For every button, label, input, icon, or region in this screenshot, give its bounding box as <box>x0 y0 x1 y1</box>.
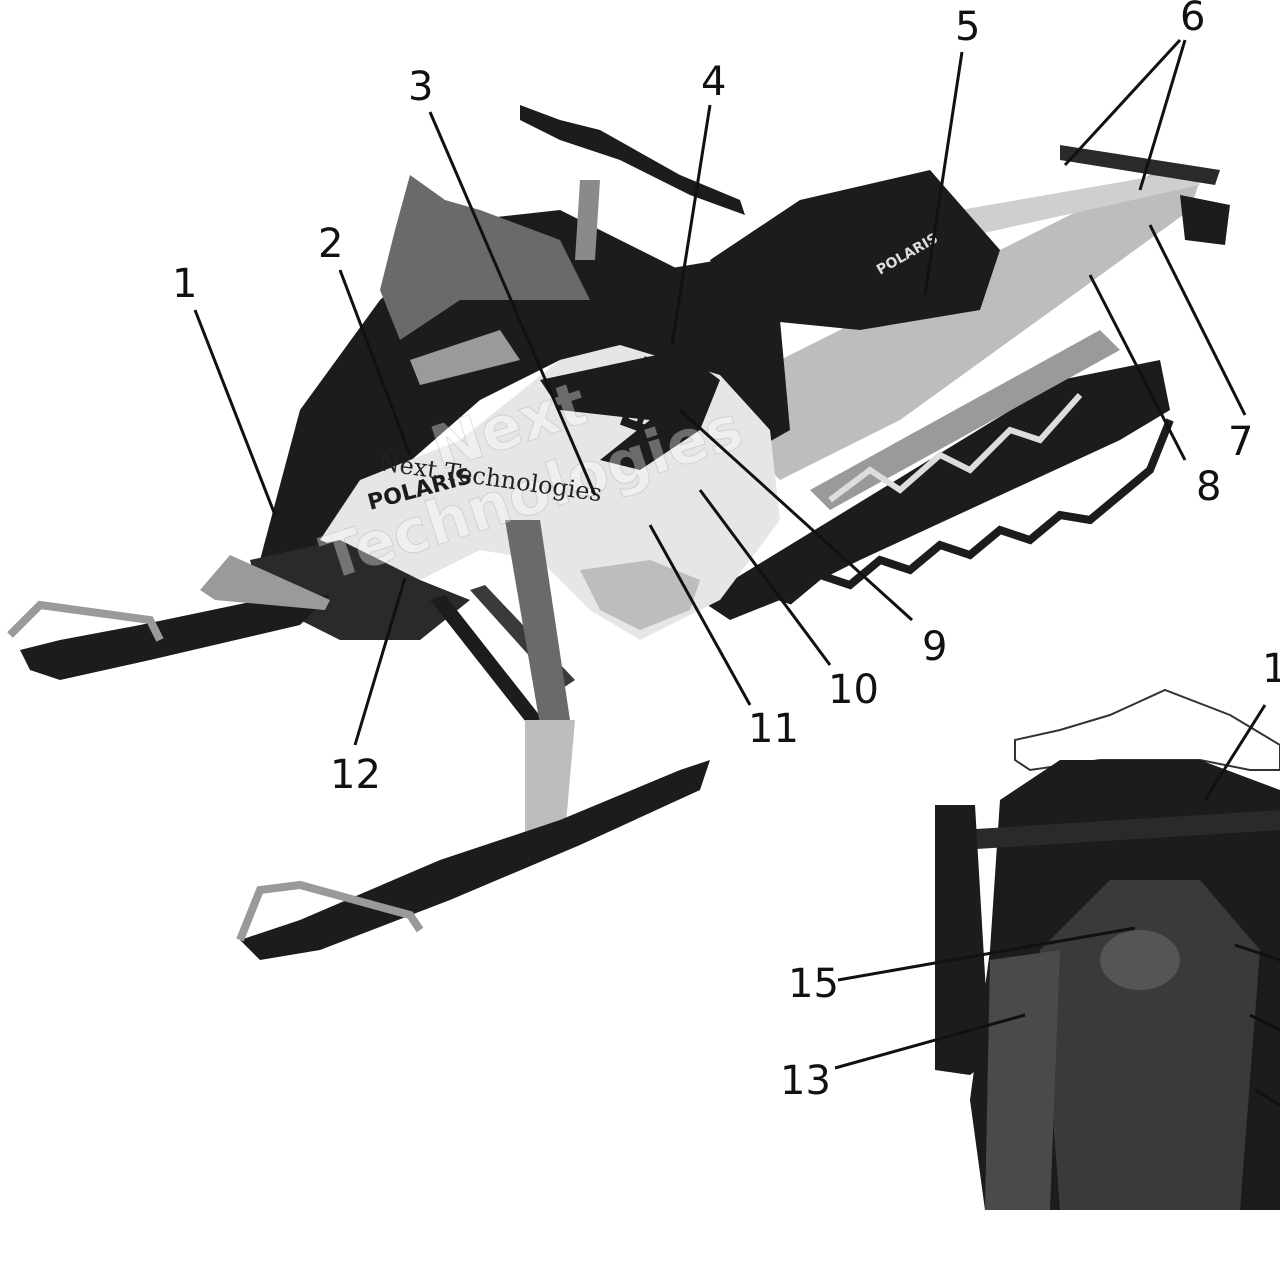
front-view-side-panel <box>985 950 1060 1210</box>
leader-8 <box>1088 274 1187 461</box>
leader-r3 <box>1254 1088 1280 1107</box>
leader-6a <box>1063 38 1182 167</box>
front-view-handlebar <box>960 810 1280 850</box>
leader-r2 <box>1249 1013 1280 1032</box>
callout-14: 1 <box>1262 646 1280 692</box>
leader-r1 <box>1234 943 1280 962</box>
suspension-rail <box>810 330 1120 510</box>
leader-15 <box>837 926 1136 982</box>
leader-1 <box>193 309 277 516</box>
front-view-windshield <box>1014 688 1280 772</box>
leader-3 <box>428 111 597 496</box>
front-view-gauge <box>1100 930 1180 990</box>
callout-10: 10 <box>828 667 879 713</box>
front-view-ski-left <box>935 805 990 1075</box>
callout-6: 6 <box>1180 0 1205 40</box>
front-suspension-arm-upper <box>430 595 555 740</box>
ski-loop-left <box>7 600 164 642</box>
leader-2 <box>338 269 412 456</box>
track-teeth <box>727 418 1174 619</box>
seat <box>710 170 1000 330</box>
front-view-hood <box>1040 880 1260 1210</box>
leader-7 <box>1148 224 1247 416</box>
callout-5: 5 <box>955 4 980 50</box>
leader-11 <box>648 524 752 706</box>
shock-absorber <box>505 520 570 725</box>
rear-bumper <box>1060 145 1220 185</box>
side-panel-graphic-lower <box>580 560 700 630</box>
side-panel-graphic <box>540 350 720 470</box>
callout-1: 1 <box>172 261 197 307</box>
tunnel <box>700 170 1200 480</box>
callout-13: 13 <box>780 1058 831 1104</box>
callout-3: 3 <box>408 64 433 110</box>
headlight <box>410 330 520 385</box>
windshield <box>380 175 590 340</box>
leader-4 <box>670 104 712 346</box>
snowmobile-front-view <box>935 688 1280 1210</box>
handlebar <box>520 105 745 215</box>
leader-5 <box>923 51 964 296</box>
ski-front-right <box>240 760 710 960</box>
leader-lines <box>193 38 1280 1107</box>
steering-post <box>575 180 600 260</box>
callout-11: 11 <box>748 706 799 752</box>
ski-front-left <box>20 595 330 680</box>
suspension-truss <box>828 393 1083 503</box>
callout-9: 9 <box>922 624 947 670</box>
callout-7: 7 <box>1228 419 1253 465</box>
leader-14 <box>1203 704 1267 801</box>
callout-8: 8 <box>1196 464 1221 510</box>
ski-loop-right <box>236 880 424 942</box>
spindle <box>525 720 575 840</box>
leader-6b <box>1138 39 1187 191</box>
callout-numbers: 1 2 3 4 5 6 7 8 9 10 11 12 13 1 15 <box>172 0 1280 1104</box>
callout-2: 2 <box>318 221 343 267</box>
snow-flap <box>1180 195 1230 245</box>
callout-12: 12 <box>330 752 381 798</box>
leader-9 <box>678 408 914 622</box>
callout-15: 15 <box>788 961 839 1007</box>
leader-12 <box>353 577 407 746</box>
leader-13 <box>834 1013 1026 1070</box>
front-bumper <box>200 555 330 610</box>
hood <box>260 210 720 560</box>
callout-4: 4 <box>701 59 726 105</box>
leader-10 <box>698 489 832 666</box>
